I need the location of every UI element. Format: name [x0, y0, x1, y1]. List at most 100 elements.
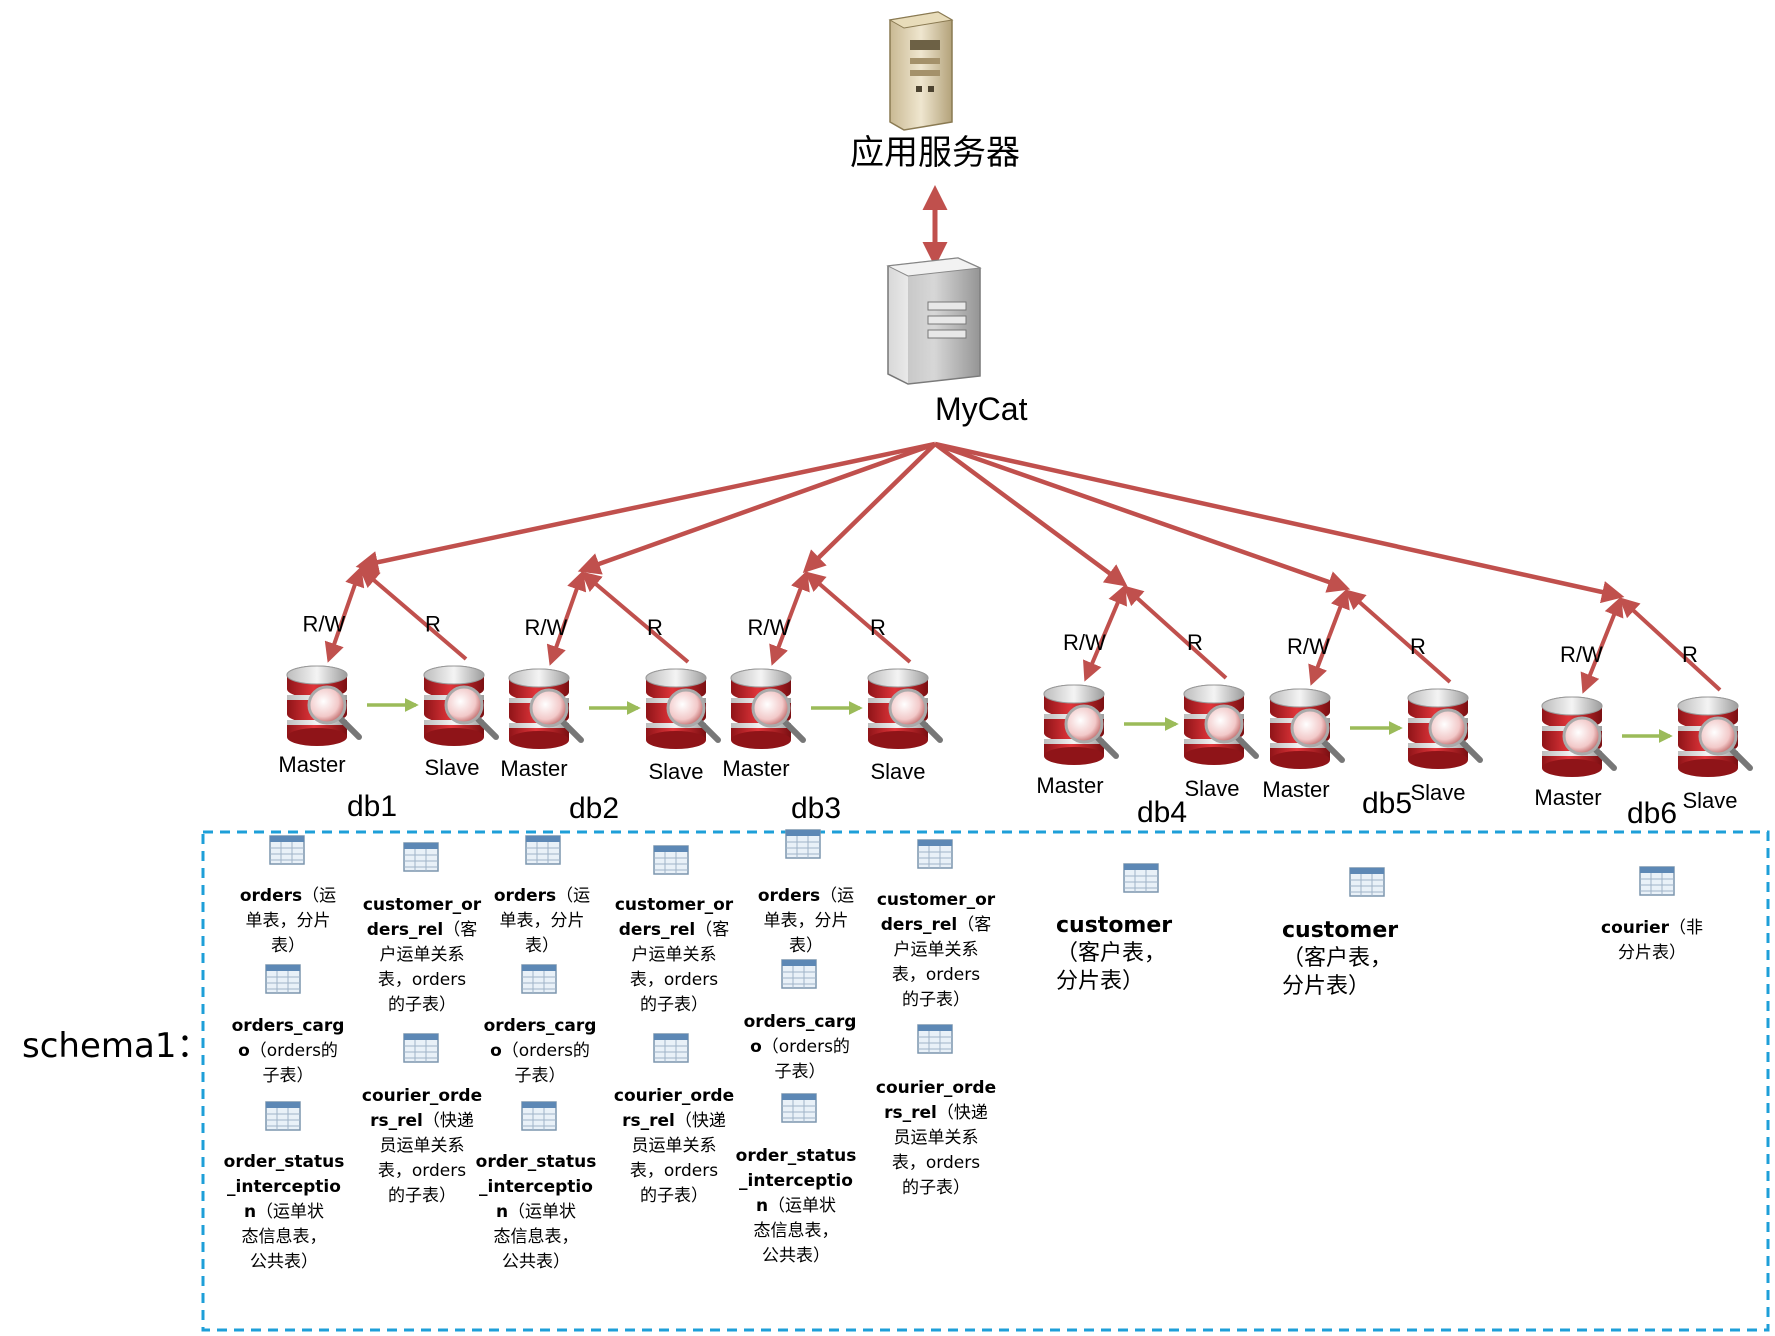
table-icon	[785, 829, 821, 859]
rw-arrow	[546, 570, 587, 666]
table-icon	[403, 1033, 439, 1063]
slave-database-icon	[1408, 689, 1480, 769]
r-label: R	[870, 615, 886, 640]
master-label: Master	[1534, 785, 1601, 810]
slave-label: Slave	[1184, 776, 1239, 801]
table-icon	[265, 1101, 301, 1131]
rw-label: R/W	[1063, 630, 1106, 655]
master-database-icon	[1044, 685, 1116, 765]
master-label: Master	[722, 756, 789, 781]
rw-arrow	[1580, 596, 1624, 694]
table-icon	[403, 842, 439, 872]
r-label: R	[1187, 630, 1203, 655]
table-icon	[269, 835, 305, 865]
slave-label: Slave	[1682, 788, 1737, 813]
table-icon	[917, 1024, 953, 1054]
schema-label: schema1：	[22, 1026, 211, 1066]
r-arrow	[580, 571, 690, 664]
slave-database-icon	[1678, 697, 1750, 777]
slave-database-icon	[1184, 685, 1256, 765]
table-caption-customer: customer（客户表，分片表）	[1282, 918, 1399, 999]
table-icon	[521, 964, 557, 994]
r-arrow	[1345, 589, 1452, 684]
mycat-to-db1-arrow	[355, 441, 936, 574]
r-label: R	[1410, 634, 1426, 659]
table-caption-customer: customer（客户表，分片表）	[1056, 913, 1173, 994]
rw-label: R/W	[1560, 642, 1603, 667]
rw-label: R/W	[1287, 634, 1330, 659]
slave-database-icon	[868, 669, 940, 749]
mycat-to-db3-arrow	[802, 442, 937, 574]
slave-label: Slave	[424, 755, 479, 780]
master-database-icon	[1542, 697, 1614, 777]
mycat-to-db4-arrow	[933, 442, 1128, 587]
server-tower-icon	[888, 11, 954, 131]
app-server-label: 应用服务器	[850, 134, 1020, 172]
mycat-label: MyCat	[935, 391, 1028, 427]
table-icon	[525, 835, 561, 865]
slave-database-icon	[646, 669, 718, 749]
table-icon	[1123, 863, 1159, 893]
r-arrow	[804, 571, 912, 664]
r-label: R	[425, 612, 441, 637]
rw-arrow	[769, 570, 810, 666]
master-database-icon	[731, 669, 803, 749]
table-caption-orders: orders（运单表，分片表）	[239, 886, 337, 956]
slave-label: Slave	[1410, 780, 1465, 805]
master-database-icon	[1270, 689, 1342, 769]
r-arrow	[358, 567, 468, 661]
db-name-label: db5	[1362, 787, 1412, 820]
slave-label: Slave	[648, 759, 703, 784]
rw-label: R/W	[525, 615, 568, 640]
rw-arrow	[1083, 584, 1127, 682]
mycat-fanout-arrows	[355, 441, 1625, 604]
mycat-to-db6-arrow	[934, 441, 1625, 604]
db-name-label: db4	[1137, 796, 1187, 829]
master-database-icon	[287, 666, 359, 746]
master-label: Master	[1036, 773, 1103, 798]
r-label: R	[1682, 642, 1698, 667]
master-label: Master	[278, 752, 345, 777]
table-icon	[781, 959, 817, 989]
db-name-label: db3	[791, 792, 841, 825]
table-icon	[917, 839, 953, 869]
db-name-label: db2	[569, 792, 619, 825]
r-arrow	[1123, 585, 1228, 680]
slave-database-icon	[424, 666, 496, 746]
r-arrow	[1619, 597, 1722, 692]
table-icon	[521, 1101, 557, 1131]
table-caption-orders: orders（运单表，分片表）	[757, 886, 855, 956]
mycat-to-db2-arrow	[577, 441, 936, 575]
db-name-label: db1	[347, 790, 397, 823]
table-icon	[653, 845, 689, 875]
rw-label: R/W	[748, 615, 791, 640]
table-icon	[265, 964, 301, 994]
master-label: Master	[500, 756, 567, 781]
table-icon	[1639, 866, 1675, 896]
rw-arrow	[1308, 588, 1350, 686]
table-icon	[653, 1033, 689, 1063]
rw-arrow	[324, 566, 365, 663]
table-icon	[781, 1093, 817, 1123]
schema-boundary	[201, 830, 1770, 1332]
table-caption-orders: orders（运单表，分片表）	[493, 886, 591, 956]
table-icon	[1349, 867, 1385, 897]
